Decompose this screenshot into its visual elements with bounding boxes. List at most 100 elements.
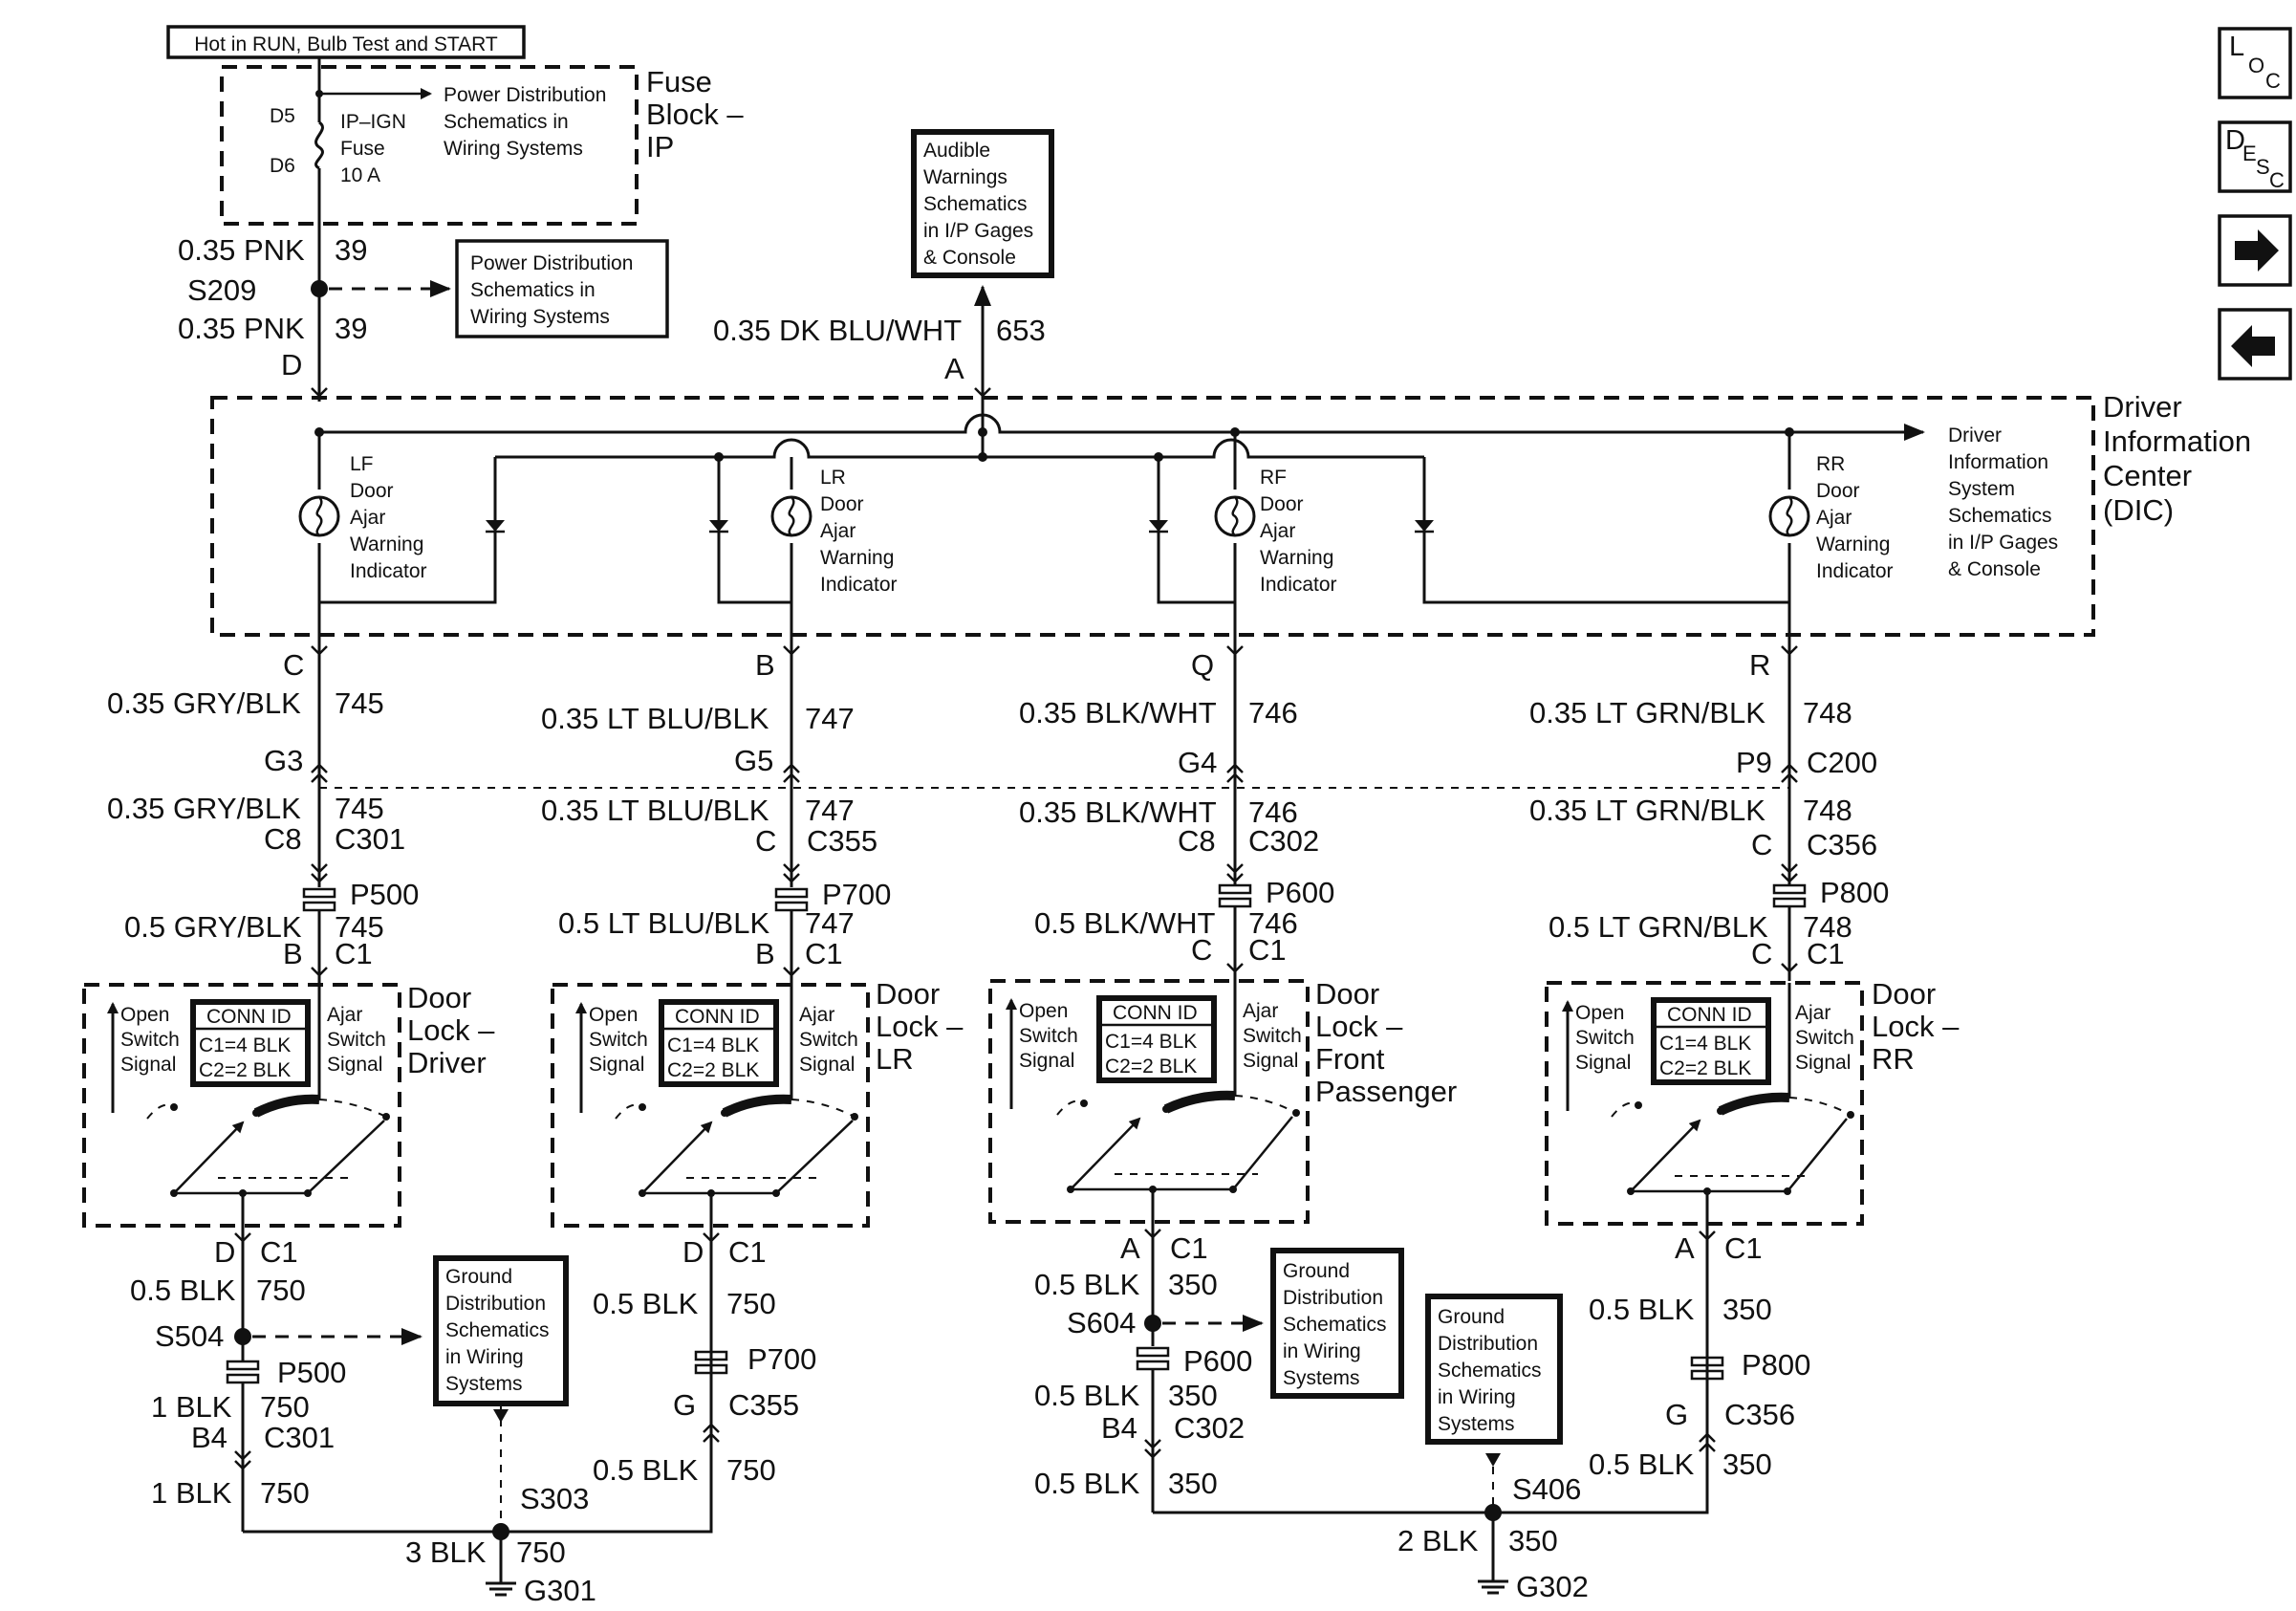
- branch-driver: [302, 635, 336, 985]
- branch1-conn2: C301: [335, 822, 405, 856]
- switch3-conn-id: CONN ID C1=4 BLK C2=2 BLK: [1105, 1002, 1198, 1078]
- dic-diode-bus: [495, 438, 1424, 459]
- svg-text:Ajar: Ajar: [327, 1004, 362, 1026]
- branch-rr: [1772, 635, 1807, 981]
- branch4-conn3: C1: [1807, 937, 1845, 970]
- branch1-g-pin: G3: [264, 744, 303, 777]
- branch1-pcon: P500: [350, 878, 419, 911]
- lr-ground-conn2: C355: [728, 1388, 799, 1422]
- svg-text:RR: RR: [1872, 1042, 1915, 1076]
- diode-symbols: [486, 520, 1434, 533]
- svg-text:C1=4 BLK: C1=4 BLK: [1659, 1033, 1751, 1055]
- branch3-wire3: 0.5 BLK/WHT: [1034, 906, 1216, 940]
- branch3-dic-pin: Q: [1191, 648, 1214, 682]
- splice-s303-label: S303: [520, 1482, 589, 1515]
- ground-distribution-box-right-2: [1425, 1294, 1563, 1445]
- branch2-wire2: 0.35 LT BLU/BLK: [541, 794, 769, 827]
- fuse-pin-d6: D6: [270, 155, 295, 177]
- rr-ground-pin: A: [1675, 1231, 1695, 1265]
- branch2-circuit3: 747: [805, 906, 855, 940]
- svg-text:Signal: Signal: [799, 1054, 855, 1076]
- diode-bus-junction: [978, 452, 987, 462]
- svg-text:C: C: [2269, 168, 2285, 192]
- svg-text:LR: LR: [876, 1042, 914, 1076]
- svg-text:Signal: Signal: [589, 1054, 644, 1076]
- dic-pin-d: D: [281, 348, 302, 381]
- rf-ground-wire3: 0.5 BLK: [1034, 1467, 1140, 1500]
- feed-wire-upper-circuit: 39: [335, 233, 367, 267]
- svg-text:Switch: Switch: [120, 1029, 180, 1051]
- rr-indicator-circuit: [1768, 432, 1810, 635]
- svg-text:Audible: Audible: [923, 140, 990, 162]
- rr-ground-circuit2: 350: [1722, 1448, 1772, 1481]
- lr-ground-conn: C1: [728, 1235, 767, 1269]
- audible-warnings-text: Audible Warnings Schematics in I/P Gages…: [923, 140, 1033, 269]
- branch1-circuit1: 745: [335, 686, 384, 720]
- svg-text:Power Distribution: Power Distribution: [470, 252, 633, 274]
- switch4-title: Door Lock – RR: [1872, 977, 1960, 1076]
- branch2-circuit2: 747: [805, 794, 855, 827]
- splice-s406-label: S406: [1512, 1472, 1581, 1506]
- ground-box-left-text: Ground Distribution Schematics in Wiring…: [445, 1266, 550, 1395]
- svg-text:RR: RR: [1816, 453, 1845, 475]
- rr-ground-conn: C1: [1724, 1231, 1763, 1265]
- door-lock-switch-driver: [82, 983, 401, 1239]
- svg-text:Lock –: Lock –: [876, 1010, 964, 1043]
- branch3-pcon: P600: [1266, 876, 1334, 909]
- svg-text:Switch: Switch: [1019, 1025, 1078, 1047]
- svg-text:RF: RF: [1260, 467, 1287, 489]
- dic-title: Driver Information Center (DIC): [2103, 390, 2251, 527]
- ground-box-right-1-text: Ground Distribution Schematics in Wiring…: [1283, 1260, 1387, 1389]
- svg-text:Open: Open: [120, 1004, 169, 1026]
- switch4-open-label: Open Switch Signal: [1575, 1002, 1635, 1074]
- switch1-open-label: Open Switch Signal: [120, 1004, 180, 1076]
- branch2-pin2: C: [755, 824, 776, 858]
- location-button[interactable]: L O C: [2218, 27, 2292, 99]
- svg-text:IP–IGN: IP–IGN: [340, 111, 406, 133]
- svg-text:Warnings: Warnings: [923, 166, 1007, 188]
- lr-ground-wire1: 0.5 BLK: [593, 1287, 699, 1320]
- lr-ground-circuit1: 750: [726, 1287, 776, 1320]
- svg-text:Front: Front: [1315, 1042, 1385, 1076]
- svg-text:Signal: Signal: [1243, 1050, 1298, 1072]
- description-button[interactable]: D E S C: [2218, 120, 2292, 193]
- rf-ground-pin: A: [1120, 1231, 1140, 1265]
- svg-text:CONN ID: CONN ID: [1667, 1004, 1752, 1026]
- svg-text:Information: Information: [1948, 451, 2048, 473]
- branch2-pcon: P700: [822, 878, 891, 911]
- previous-page-button[interactable]: [2218, 308, 2292, 381]
- svg-text:Schematics: Schematics: [445, 1319, 550, 1341]
- svg-text:Ajar: Ajar: [350, 507, 385, 529]
- branch2-conn2: C355: [807, 824, 877, 858]
- rr-ground-circuit1: 350: [1722, 1293, 1772, 1326]
- svg-text:Switch: Switch: [1243, 1025, 1302, 1047]
- branch1-circuit3: 745: [335, 910, 384, 944]
- driver-ground-pin: D: [214, 1235, 235, 1269]
- branch1-circuit2: 745: [335, 792, 384, 825]
- fuse-block-title: Fuse Block – IP: [646, 65, 744, 163]
- branch4-g-pin: P9: [1736, 746, 1772, 779]
- branch1-wire3: 0.5 GRY/BLK: [124, 910, 302, 944]
- svg-text:Door: Door: [1260, 493, 1304, 515]
- branch2-dic-pin: B: [755, 648, 775, 682]
- svg-text:Door: Door: [350, 480, 394, 502]
- svg-text:LF: LF: [350, 453, 374, 475]
- svg-text:Schematics: Schematics: [1948, 505, 2052, 527]
- svg-text:Indicator: Indicator: [350, 560, 427, 582]
- rr-ground-pcon: P800: [1742, 1348, 1810, 1382]
- branch1-wire2: 0.35 GRY/BLK: [107, 792, 301, 825]
- splice-s209: [311, 280, 328, 297]
- svg-text:Lock –: Lock –: [1315, 1010, 1403, 1043]
- svg-text:Driver: Driver: [1948, 425, 2002, 446]
- svg-text:L: L: [2229, 32, 2244, 62]
- branch1-pin2: C8: [264, 822, 302, 856]
- svg-text:Driver: Driver: [407, 1046, 487, 1079]
- ip-ign-feed-wire: [314, 57, 324, 402]
- fuse-label: IP–IGN Fuse 10 A: [340, 111, 406, 186]
- driver-ground-pcon: P500: [277, 1356, 346, 1389]
- lf-indicator-circuit: [298, 432, 340, 635]
- branch3-conn2: C302: [1248, 824, 1319, 858]
- ground-g301-label: G301: [524, 1574, 596, 1607]
- next-page-button[interactable]: [2218, 214, 2292, 287]
